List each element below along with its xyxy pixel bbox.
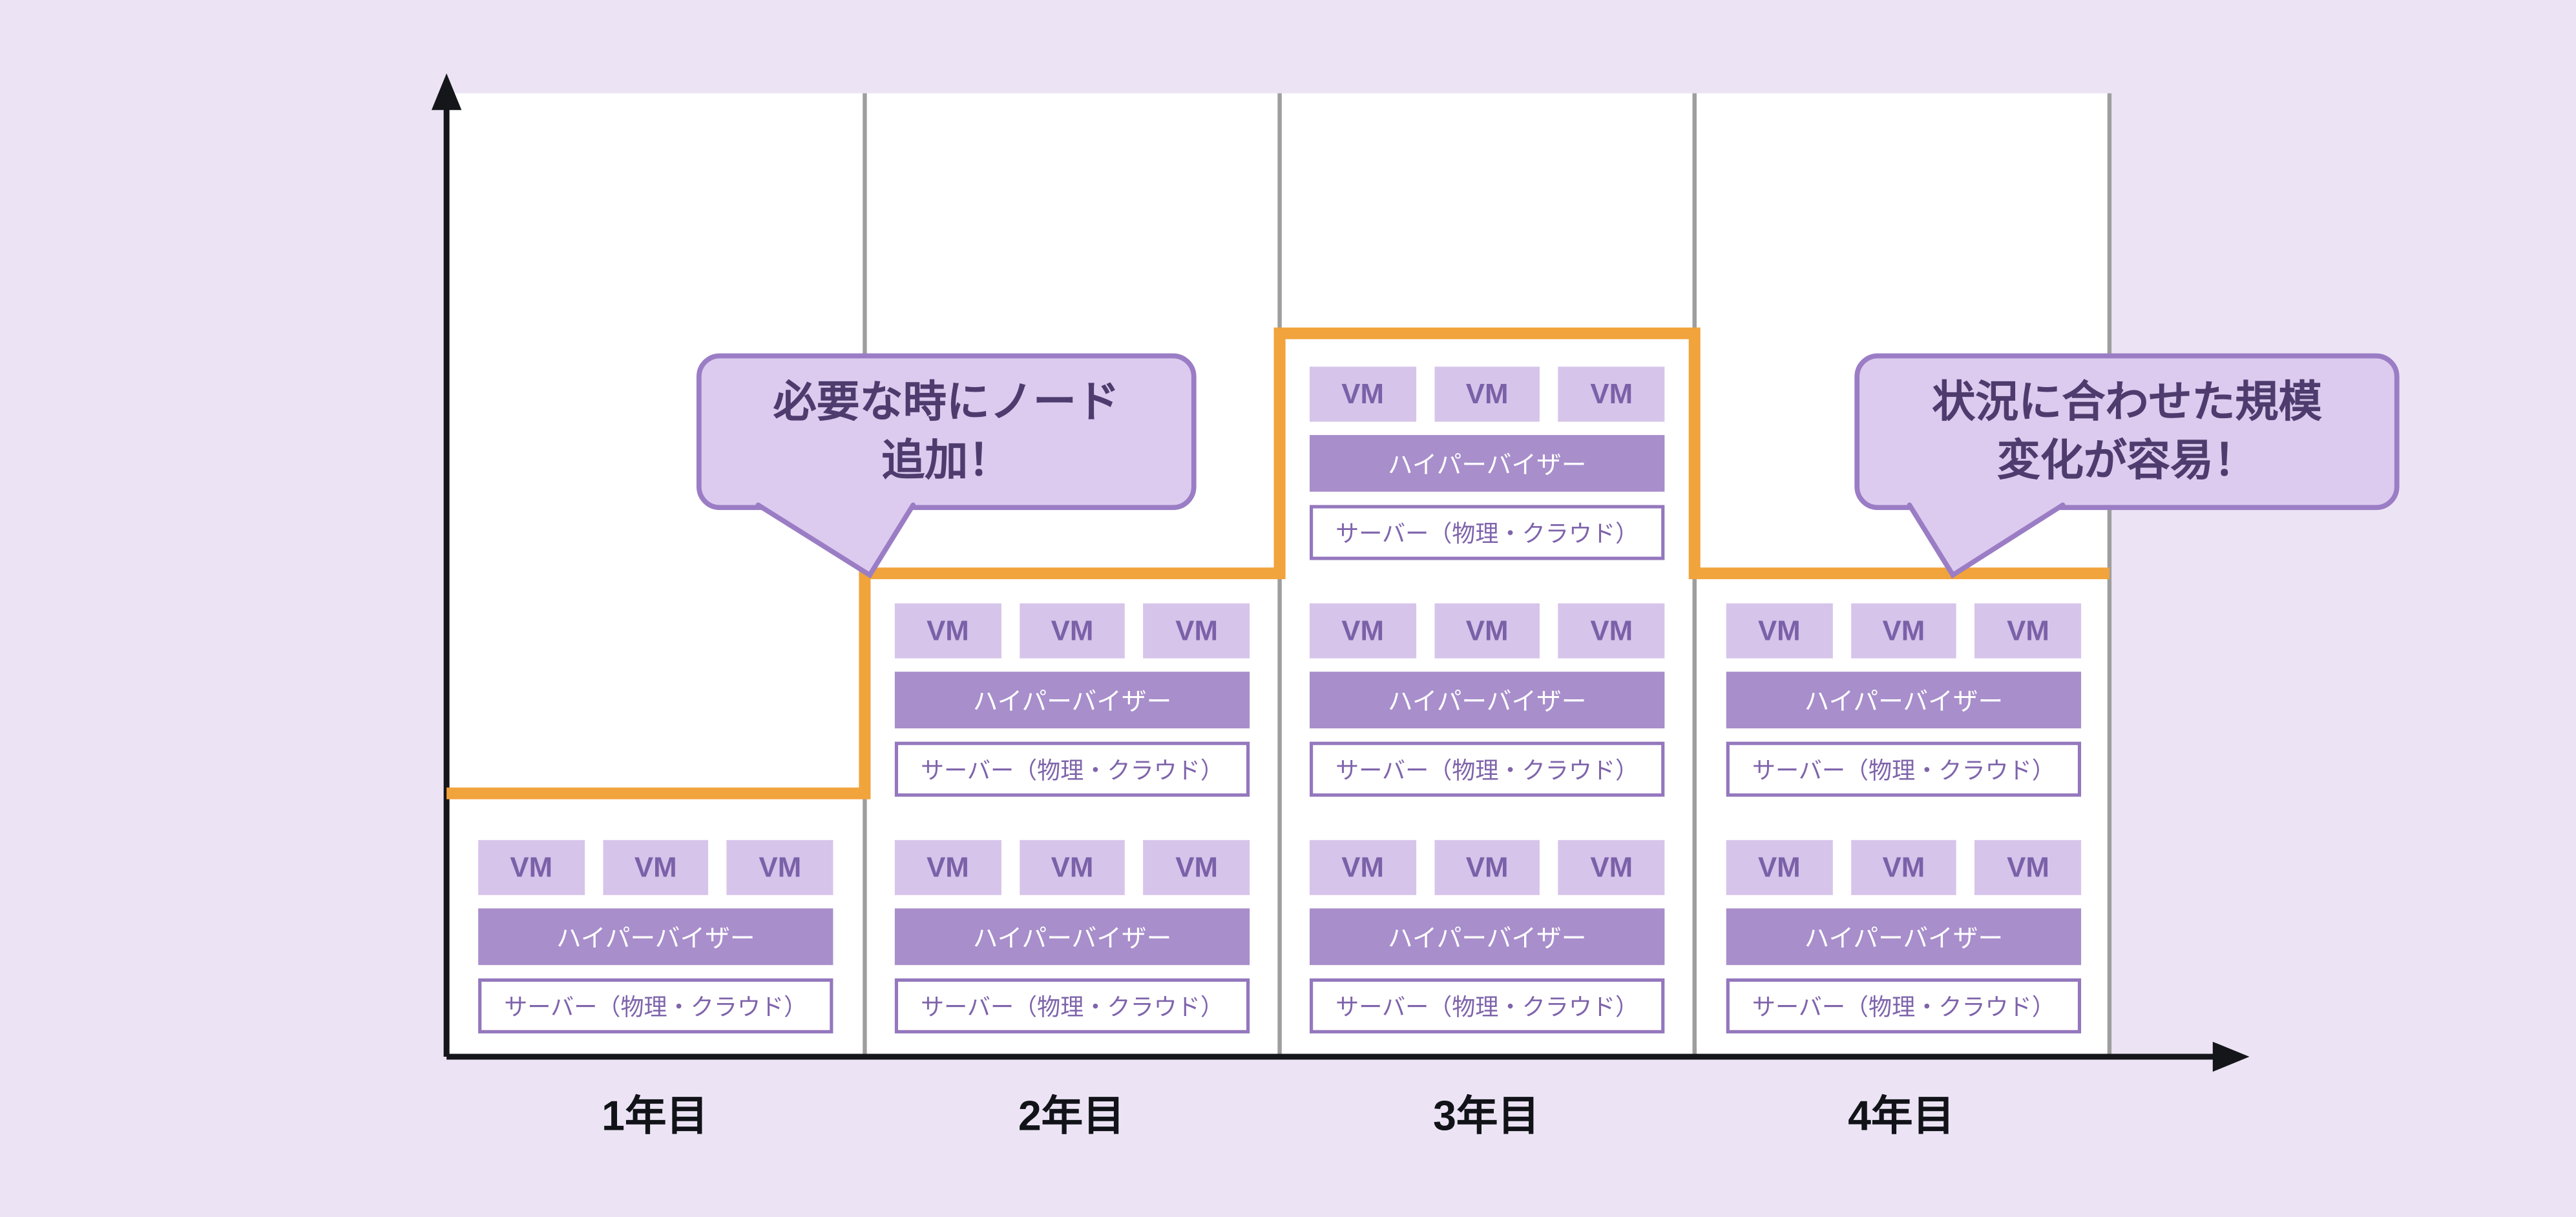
callout-text-line: 状況に合わせた規模 [1932,376,2322,427]
vm-box: VM [1144,840,1250,895]
vm-row: VM VM VM [1726,840,2082,895]
year-column-3: VM VM VM ハイパーバイザー サーバー（物理・クラウド） VM VM VM… [1310,366,1665,1033]
hypervisor-bar: ハイパーバイザー [1310,672,1665,728]
vm-box: VM [727,840,833,895]
hypervisor-bar: ハイパーバイザー [478,908,833,966]
vm-box: VM [1850,603,1957,659]
server-bar: サーバー（物理・クラウド） [1310,741,1665,797]
vm-box: VM [1558,840,1665,895]
year-label-3: 3年目 [1432,1093,1540,1140]
server-bar: サーバー（物理・クラウド） [1726,978,2082,1033]
vm-row: VM VM VM [1310,840,1665,895]
vm-box: VM [894,603,1001,659]
vm-box: VM [894,840,1001,895]
server-bar: サーバー（物理・クラウド） [894,741,1250,797]
server-bar: サーバー（物理・クラウド） [1726,741,2082,797]
year-label-2: 2年目 [1018,1093,1125,1140]
vm-box: VM [602,840,709,895]
server-bar: サーバー（物理・クラウド） [1310,505,1665,560]
hypervisor-bar: ハイパーバイザー [1726,672,2082,728]
vm-box: VM [1974,840,2082,895]
vm-box: VM [1019,840,1126,895]
hypervisor-bar: ハイパーバイザー [1726,908,2082,966]
hypervisor-bar: ハイパーバイザー [1310,908,1665,966]
vm-box: VM [1310,603,1416,659]
vm-box: VM [1558,603,1665,659]
callout-text-line: 必要な時にノード [773,376,1120,427]
callout-text-line: 追加！ [881,435,1012,485]
vm-box: VM [1310,840,1416,895]
hypervisor-bar: ハイパーバイザー [1310,435,1665,492]
callout-text-line: 変化が容易！ [1996,435,2257,485]
server-node: VM VM VM ハイパーバイザー サーバー（物理・クラウド） [1726,603,2082,797]
vm-row: VM VM VM [1310,603,1665,659]
server-node: VM VM VM ハイパーバイザー サーバー（物理・クラウド） [478,840,833,1033]
vm-box: VM [1726,840,1832,895]
callout-bubble-add-node: 必要な時にノード 追加！ [696,353,1197,511]
vm-row: VM VM VM [1726,603,2082,659]
vm-box: VM [1434,366,1540,422]
server-bar: サーバー（物理・クラウド） [1310,978,1665,1033]
year-column-1: VM VM VM ハイパーバイザー サーバー（物理・クラウド） [478,366,833,1033]
server-node: VM VM VM ハイパーバイザー サーバー（物理・クラウド） [894,603,1250,797]
vm-row: VM VM VM [1310,366,1665,422]
vm-box: VM [1310,366,1416,422]
vm-row: VM VM VM [894,840,1250,895]
vm-row: VM VM VM [894,603,1250,659]
vm-box: VM [1726,603,1832,659]
year-label-4: 4年目 [1848,1093,1954,1140]
server-bar: サーバー（物理・クラウド） [478,978,833,1033]
server-node: VM VM VM ハイパーバイザー サーバー（物理・クラウド） [1726,840,2082,1033]
vm-box: VM [1850,840,1957,895]
server-node: VM VM VM ハイパーバイザー サーバー（物理・クラウド） [1310,840,1665,1033]
vm-box: VM [1434,840,1540,895]
server-node: VM VM VM ハイパーバイザー サーバー（物理・クラウド） [894,840,1250,1033]
vm-box: VM [1144,603,1250,659]
vm-box: VM [1558,366,1665,422]
vm-box: VM [1434,603,1540,659]
server-node: VM VM VM ハイパーバイザー サーバー（物理・クラウド） [1310,366,1665,560]
vm-box: VM [478,840,585,895]
vm-box: VM [1019,603,1126,659]
hypervisor-bar: ハイパーバイザー [894,908,1250,966]
server-bar: サーバー（物理・クラウド） [894,978,1250,1033]
year-label-1: 1年目 [602,1093,708,1140]
hypervisor-bar: ハイパーバイザー [894,672,1250,728]
x-axis-arrow-icon [2212,1041,2250,1072]
server-node: VM VM VM ハイパーバイザー サーバー（物理・クラウド） [1310,603,1665,797]
callout-bubble-easy-scaling: 状況に合わせた規模 変化が容易！ [1854,353,2400,511]
vm-row: VM VM VM [478,840,833,895]
vm-box: VM [1974,603,2082,659]
